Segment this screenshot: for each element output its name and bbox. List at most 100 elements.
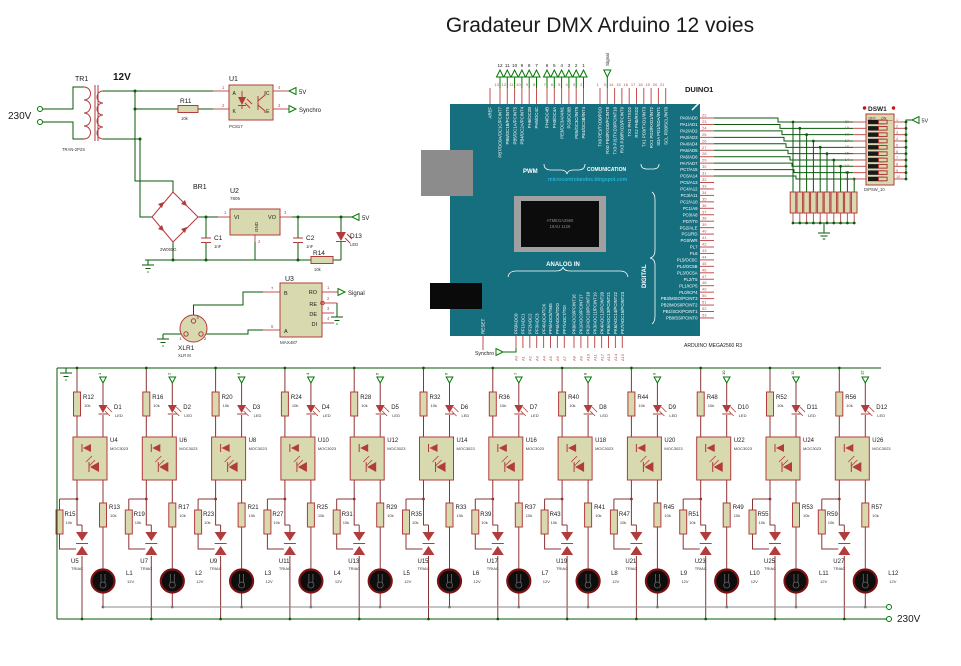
resistor xyxy=(540,509,549,535)
triac-icon xyxy=(769,546,781,555)
led-icon xyxy=(445,405,454,413)
dip-switch-knob[interactable] xyxy=(878,126,888,131)
channel-input-terminal-icon xyxy=(445,376,454,385)
dip-switch-slot xyxy=(868,126,884,131)
diode-icon xyxy=(776,444,784,452)
channel-input-number: 11 xyxy=(790,370,795,375)
network-resistor xyxy=(796,191,804,214)
pin-label: PC5/A13 xyxy=(680,180,698,185)
channel-input-terminal-icon xyxy=(98,376,108,385)
dsw-left-pin-number: 14 xyxy=(845,158,849,162)
pin-label: PK7/ADC15/PCINT23 xyxy=(620,291,625,334)
pin-number: 49 xyxy=(702,287,707,292)
pcb-corner-notch xyxy=(691,101,701,111)
dip-switch-knob[interactable] xyxy=(878,164,888,169)
regulator-u2 xyxy=(218,208,292,242)
wire xyxy=(293,455,304,467)
lamp-icon xyxy=(575,568,601,594)
led-icon xyxy=(237,405,247,413)
wire xyxy=(544,368,589,619)
channel-input-number: 6 xyxy=(444,372,449,375)
pin-label: PK3/ADC11/PCINT19 xyxy=(592,292,597,334)
wire xyxy=(155,455,165,467)
junction-dot xyxy=(839,164,842,168)
resistor-ref: R45 xyxy=(663,505,675,511)
resistor xyxy=(263,509,272,535)
u3-pin4-num: 4 xyxy=(327,316,330,321)
output-terminal-icon xyxy=(510,68,519,78)
wire xyxy=(570,455,581,467)
pin-number: 2 xyxy=(580,82,583,87)
dip-switch-knob[interactable] xyxy=(878,151,888,156)
junction-dot xyxy=(133,107,137,111)
triac-ref: U25 xyxy=(764,559,776,565)
pin-number: 21 xyxy=(660,82,665,87)
mains-terminal-icon xyxy=(37,119,43,125)
lamp-filament-icon xyxy=(515,581,523,589)
resistor-value: 10k xyxy=(777,403,783,408)
output-terminal-icon xyxy=(549,68,559,78)
wire xyxy=(659,406,667,417)
lamp-filament-icon xyxy=(168,581,176,589)
wire xyxy=(100,574,106,583)
dsw-left-pin-number: 11 xyxy=(845,177,849,181)
pin-number: 32 xyxy=(702,177,707,182)
optocoupler-type: MOC3023 xyxy=(318,446,337,451)
u2-pin1-num: 1 xyxy=(224,210,227,215)
resistor xyxy=(332,509,341,535)
terminal-number: 3 xyxy=(568,63,571,68)
pin-number: A0 xyxy=(514,355,519,361)
triac-type: TRIAC xyxy=(695,566,707,571)
dsw-left-pin-number: 19 xyxy=(845,126,849,130)
u1-pin-k: K xyxy=(233,109,237,115)
diode-icon xyxy=(436,462,446,472)
resistor-value: 10k xyxy=(431,403,437,408)
resistor xyxy=(168,502,177,528)
pin-number: A6 xyxy=(555,355,560,361)
optocoupler-type: MOC3023 xyxy=(457,446,476,451)
optocoupler-ref: U26 xyxy=(872,438,884,444)
dip-switch-knob[interactable] xyxy=(878,145,888,150)
resistor-ref: R52 xyxy=(776,395,788,401)
pin-number: 38 xyxy=(702,216,707,221)
optocoupler-ref: U10 xyxy=(318,438,330,444)
optocoupler-type: MOC3023 xyxy=(803,446,822,451)
resistor-ref: R12 xyxy=(83,395,95,401)
dip-switch-knob[interactable] xyxy=(878,138,888,144)
dip-switch-knob[interactable] xyxy=(878,170,888,175)
comm-section-label: COMUNICATION xyxy=(587,167,626,173)
dip-switch-knob[interactable] xyxy=(878,176,888,182)
wire xyxy=(848,455,858,467)
ground-icon xyxy=(60,368,72,381)
dip-switch-knob[interactable] xyxy=(878,132,888,137)
optocoupler-type: MOC3023 xyxy=(179,446,198,451)
optocoupler-type: MOC3023 xyxy=(595,446,614,451)
resistor-ref: R35 xyxy=(411,512,423,518)
lamp-ref: L3 xyxy=(265,571,272,577)
pin-label: PG2/ALE xyxy=(680,225,698,230)
lamp-icon xyxy=(506,568,532,594)
junction-dot xyxy=(818,145,822,149)
dip-switch-knob[interactable] xyxy=(878,119,888,125)
resistor xyxy=(817,509,826,535)
u1-5v-label: 5V xyxy=(299,90,306,96)
resistor-value: 10k xyxy=(664,513,670,518)
triac-ref: U5 xyxy=(71,559,79,565)
led-ref: D10 xyxy=(738,405,750,411)
pin-label: PA7/AD7 xyxy=(680,161,698,166)
atmega-chip xyxy=(521,201,599,247)
dip-switch-knob[interactable] xyxy=(878,157,888,163)
pin-label: RX0 PE0/RXD0/PCINT8 xyxy=(605,106,610,153)
pin-number: 11 xyxy=(509,82,514,87)
resistor-ref: R48 xyxy=(707,395,719,401)
resistor-ref: R51 xyxy=(688,512,700,518)
wire xyxy=(128,368,173,619)
pin-label: PB7/OC0A/OC1C/PCINT7 xyxy=(498,106,503,157)
output-terminal-icon xyxy=(524,68,534,78)
channel-input-terminal-icon xyxy=(237,376,246,385)
lamp-voltage: 12V xyxy=(266,579,273,584)
resistor-value: 10k xyxy=(803,513,809,518)
arduino-pins: AREF13PB7/OC0A/OC1C/PCINT71212PB6/OC1B/P… xyxy=(475,53,714,361)
resistor-ref: R37 xyxy=(525,505,537,511)
bridge-rectifier-icon xyxy=(151,191,199,243)
